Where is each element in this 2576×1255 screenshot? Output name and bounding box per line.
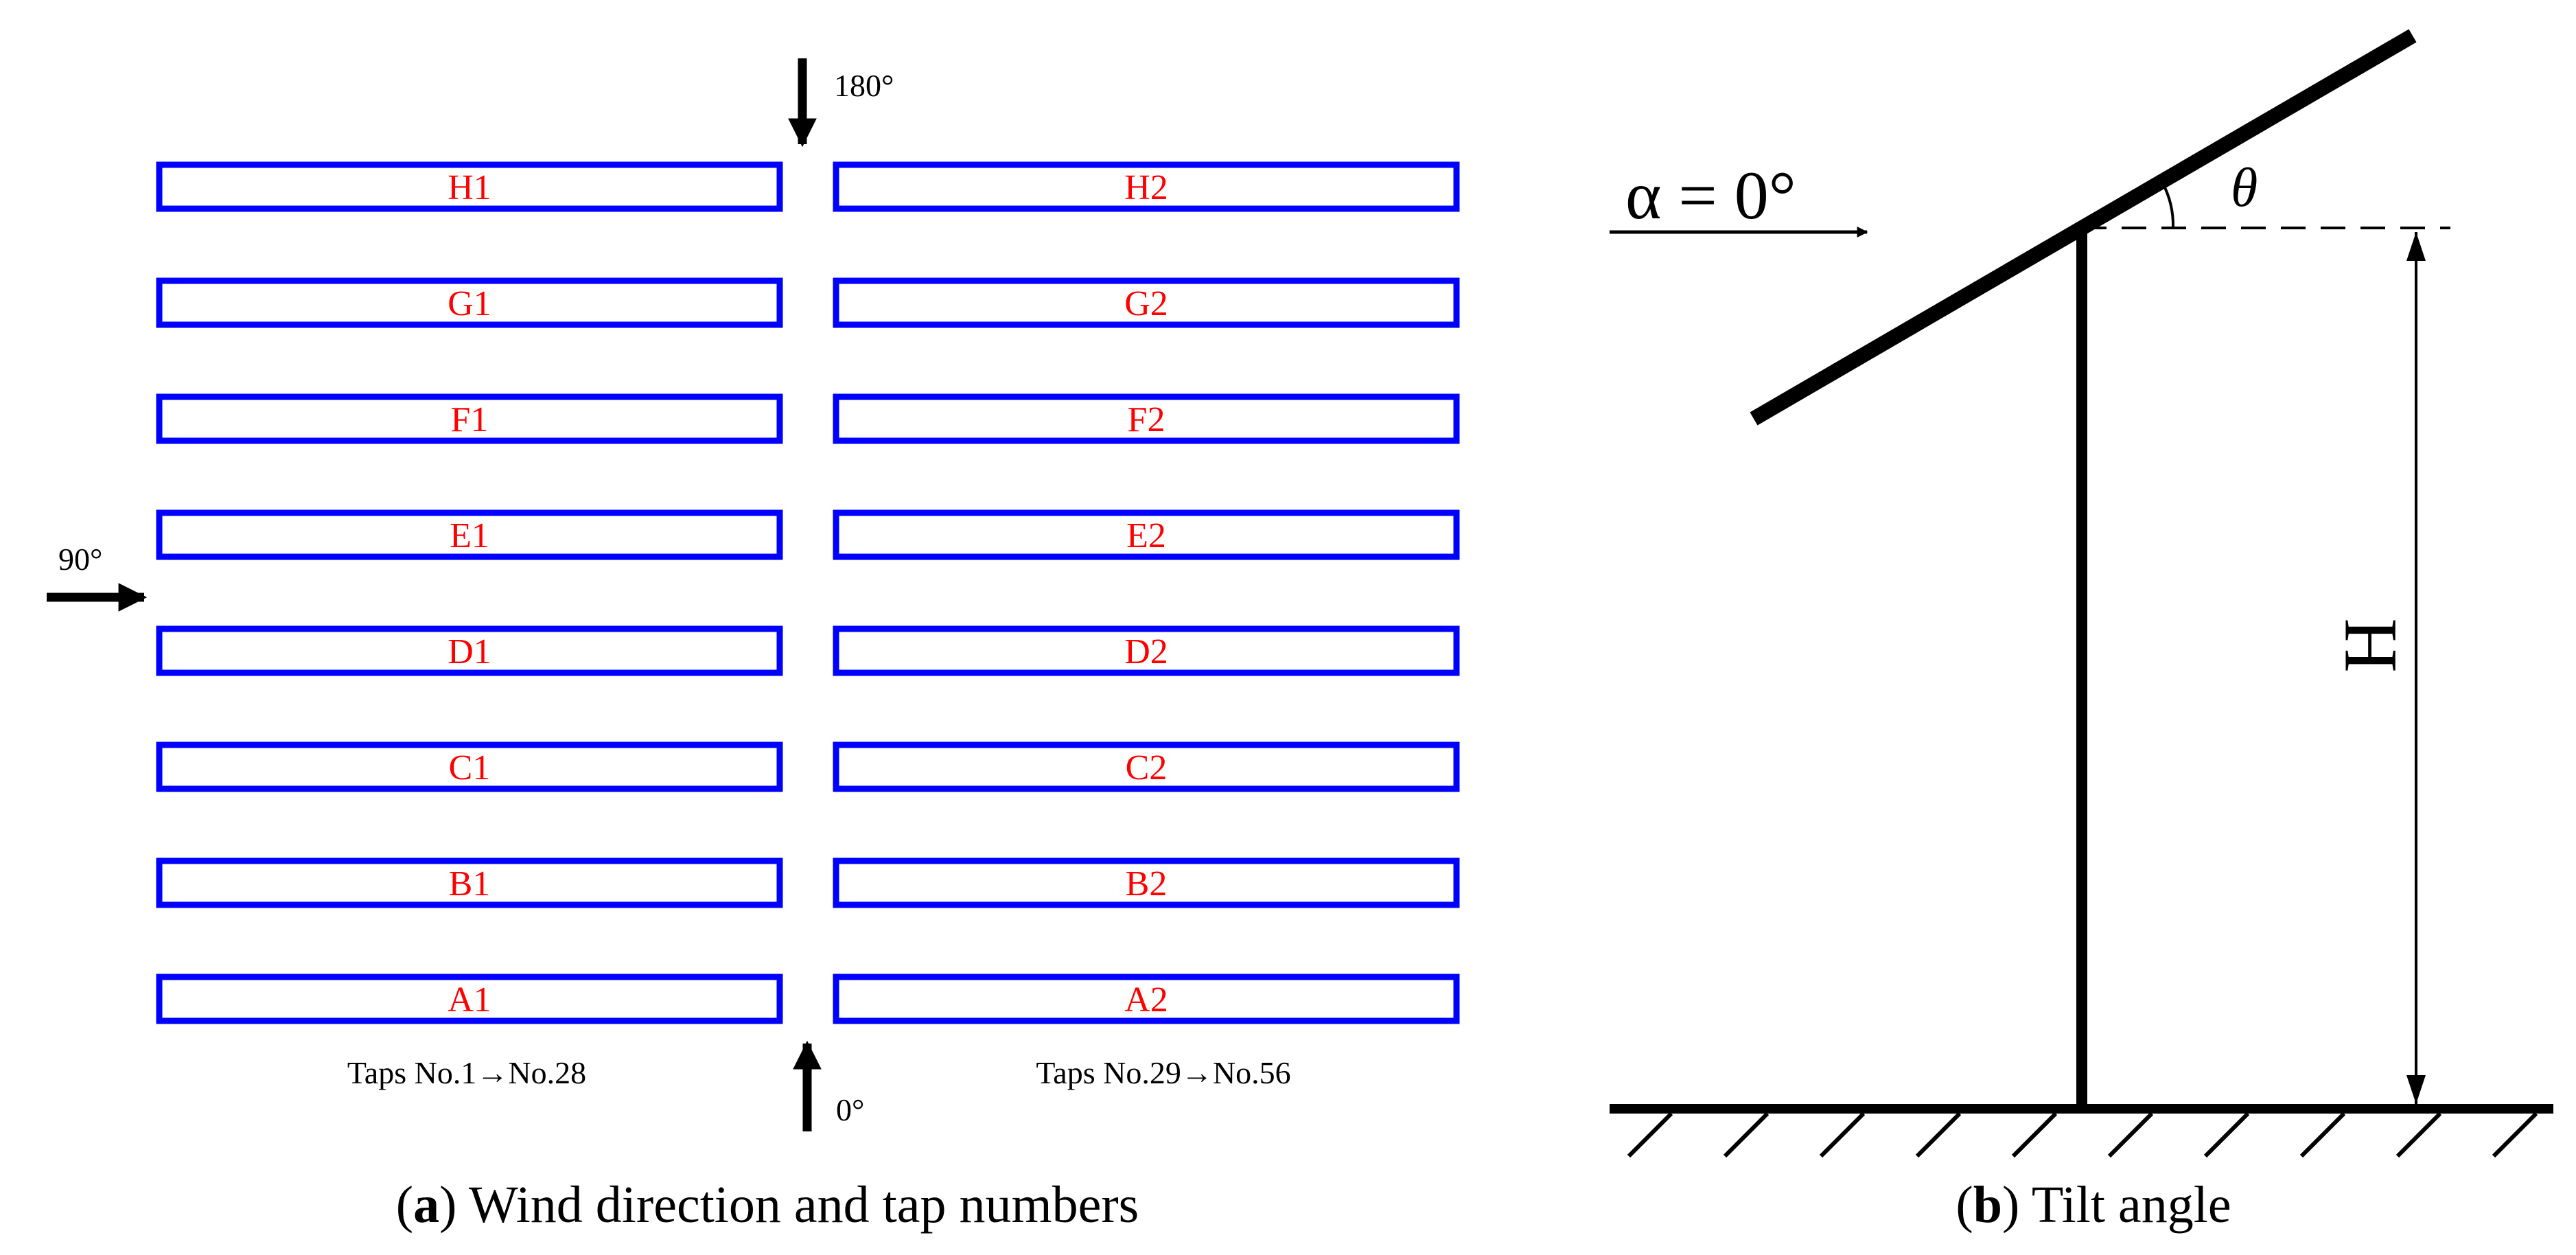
angle-0-label: 0°	[836, 1092, 864, 1127]
panel-b: θ α = 0° H (b) Tilt angle	[1610, 29, 2553, 1234]
row-label-h2: H2	[1124, 168, 1168, 207]
row-label-c2: C2	[1126, 748, 1168, 787]
row-label-f2: F2	[1128, 400, 1165, 439]
row-label-a1: A1	[448, 980, 491, 1020]
angle-180-label: 180°	[834, 68, 894, 103]
ground-hatch-line	[2203, 1112, 2250, 1158]
panel-row-f1	[156, 393, 783, 444]
panel-row-d2	[833, 625, 1460, 676]
ground-hatch-line	[2492, 1112, 2538, 1158]
wind-direction-arrow: α = 0°	[1610, 157, 1868, 238]
row-label-c1: C1	[449, 748, 491, 787]
height-dimension: H	[2328, 232, 2426, 1104]
ground-hatch-line	[1819, 1112, 1866, 1158]
height-arrow-bottom-icon	[2406, 1075, 2426, 1104]
ground-hatch-line	[2395, 1112, 2442, 1158]
row-label-d2: D2	[1124, 632, 1168, 671]
panel-row-b2	[833, 857, 1460, 908]
arrow-0-direction: 0°	[793, 1040, 864, 1131]
row-label-h1: H1	[448, 168, 491, 207]
ground-hatch-line	[2299, 1112, 2346, 1158]
panel-a-caption: (a) Wind direction and tap numbers	[396, 1176, 1139, 1234]
panel-row-g2	[833, 277, 1460, 328]
angle-90-label: 90°	[58, 542, 102, 577]
panel-row-c1	[156, 741, 783, 792]
row-label-f1: F1	[451, 400, 489, 439]
panel-row-h1	[156, 161, 783, 212]
ground-hatching	[1627, 1112, 2538, 1158]
ground-hatch-line	[2107, 1112, 2154, 1158]
row-label-g2: G2	[1124, 284, 1168, 323]
panel-row-e1	[156, 509, 783, 560]
panel-row-a1	[156, 974, 783, 1024]
row-label-b1: B1	[449, 864, 491, 903]
arrow-90-direction: 90°	[47, 542, 148, 612]
panel-a-letter: a	[413, 1176, 439, 1234]
height-label: H	[2328, 618, 2412, 672]
height-arrow-top-icon	[2406, 232, 2426, 261]
panel-row-g1	[156, 277, 783, 328]
panel-row-c2	[833, 741, 1460, 792]
panel-b-caption: (b) Tilt angle	[1956, 1176, 2231, 1234]
row-label-d1: D1	[448, 632, 491, 671]
ground-hatch-line	[1627, 1112, 1673, 1158]
panel-row-a2	[833, 974, 1460, 1024]
panel-a-caption-text: Wind direction and tap numbers	[469, 1176, 1139, 1234]
taps-left-label: Taps No.1→No.28	[347, 1055, 586, 1090]
panel-b-letter: b	[1973, 1176, 2002, 1234]
row-label-g1: G1	[448, 284, 491, 323]
arrow-180-direction: 180°	[788, 58, 894, 148]
row-label-b2: B2	[1126, 864, 1168, 903]
panel-b-caption-text: Tilt angle	[2032, 1176, 2231, 1234]
taps-right-label: Taps No.29→No.56	[1036, 1055, 1290, 1090]
ground-hatch-line	[2011, 1112, 2058, 1158]
ground-hatch-line	[1915, 1112, 1962, 1158]
panel-row-b1	[156, 857, 783, 908]
tilt-angle-arc	[2161, 181, 2175, 229]
panel-row-e2	[833, 509, 1460, 560]
panel-row-d1	[156, 625, 783, 676]
row-label-a2: A2	[1124, 980, 1168, 1020]
ground-hatch-line	[1723, 1112, 1769, 1158]
panel-row-h2	[833, 161, 1460, 212]
tilt-angle-label: θ	[2231, 158, 2258, 218]
panel-row-f2	[833, 393, 1460, 444]
row-label-e2: E2	[1126, 516, 1166, 555]
wind-angle-label: α = 0°	[1625, 157, 1796, 233]
row-label-e1: E1	[450, 516, 489, 555]
